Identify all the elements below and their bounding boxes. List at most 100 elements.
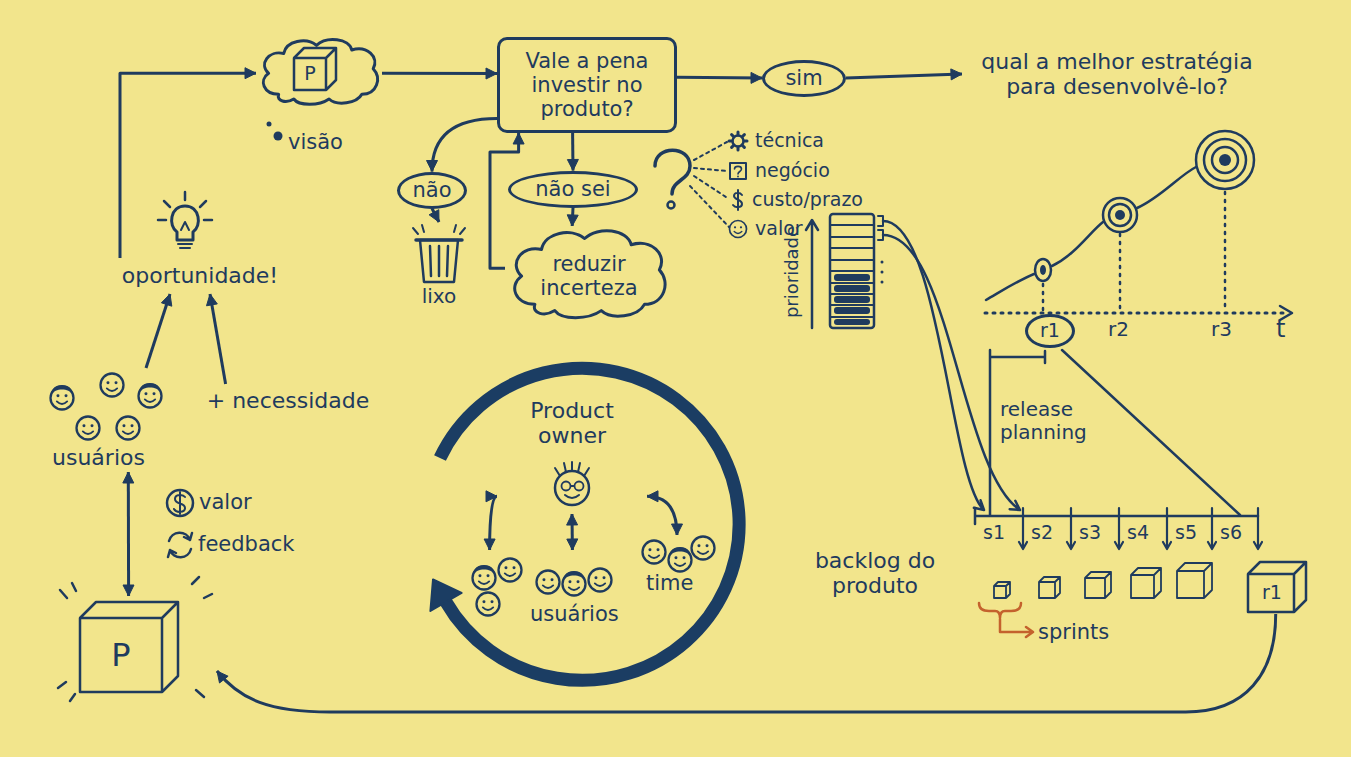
arrowhead: [486, 68, 497, 79]
connector-line: [127, 472, 130, 596]
feedback-icon: [168, 533, 192, 558]
cube-outline-path: [1248, 562, 1306, 612]
sprint-label: s1: [983, 522, 1005, 544]
cube-outline-path: [80, 602, 178, 692]
node-text: qual a melhor estratégia para desenvolvê…: [962, 49, 1272, 100]
sprint-label: s6: [1220, 522, 1242, 544]
user-face: [477, 593, 500, 616]
sprint-brace: [979, 603, 1033, 637]
connector: [484, 491, 497, 550]
cube-outline-path: [294, 48, 336, 90]
target: [1103, 198, 1137, 232]
release-label: r2: [1108, 318, 1129, 341]
team-face: [643, 541, 666, 564]
sprint-label: s2: [1031, 522, 1053, 544]
release-label: r3: [1211, 318, 1232, 341]
gear-teeth: [729, 132, 747, 150]
user-face: [117, 417, 140, 440]
target: [1219, 154, 1231, 166]
user-face: [563, 571, 586, 595]
increment-cube: [1131, 568, 1161, 598]
arrowhead: [672, 524, 683, 535]
connector: [567, 133, 578, 171]
arrowhead: [647, 491, 658, 502]
feedback-label: feedback: [198, 532, 294, 556]
product-cube: P: [294, 46, 340, 90]
answer-oval: não sei: [508, 171, 638, 208]
business-icon-mark: [735, 166, 742, 174]
need-node: + necessidade: [184, 384, 392, 418]
backlog-box: [830, 214, 874, 328]
backlog-to-sprint: [883, 235, 1020, 510]
question-dot: [668, 202, 675, 209]
arrowhead: [567, 539, 578, 550]
node-text: reduzir incerteza: [529, 252, 649, 300]
uncertainty-item: negócio: [755, 160, 830, 182]
sprints-label: sprints: [1038, 620, 1109, 644]
connector: [207, 294, 226, 384]
user-face: [499, 559, 522, 582]
target: [1115, 210, 1125, 220]
cost-icon: [733, 190, 742, 210]
priority-arrow: [806, 220, 818, 328]
user-face: [537, 571, 560, 594]
backlog-brackets: [878, 216, 883, 240]
time-axis: [985, 312, 1288, 315]
arrowhead: [207, 294, 218, 306]
value-icon: [167, 490, 193, 516]
arrowhead: [429, 210, 439, 222]
increment-cube: [1039, 577, 1060, 598]
trash-sprays: [413, 225, 465, 234]
sprint-label: s5: [1175, 522, 1197, 544]
node-text: lixo: [422, 285, 457, 308]
user-face: [101, 374, 124, 397]
node-text: Vale a pena investir no produto?: [510, 49, 664, 121]
arrowhead: [567, 514, 578, 525]
product-owner-smile: [565, 495, 579, 498]
arrowhead: [567, 159, 578, 170]
connector: [677, 72, 762, 83]
target: [1204, 139, 1246, 181]
arrowhead: [486, 491, 497, 502]
connector: [146, 294, 172, 368]
release-guides: [1043, 192, 1225, 311]
connector-line: [120, 73, 256, 258]
node-text: usuários: [530, 602, 619, 626]
release-planning-label: release planning: [1000, 398, 1112, 444]
cube-outline: [294, 46, 340, 90]
user-face: [473, 565, 496, 589]
release-cube: r1: [1246, 560, 1312, 614]
connector-line: [846, 74, 962, 78]
vision-cloud: visãoP: [256, 36, 382, 160]
team-group: time: [640, 535, 714, 597]
trash-can: [420, 240, 458, 282]
connector-line: [647, 496, 677, 535]
user-face: [139, 383, 162, 407]
arrowhead: [951, 69, 962, 80]
opportunity-node: oportunidade!: [100, 258, 300, 294]
arrowhead: [484, 539, 495, 550]
connector: [567, 208, 578, 227]
backlog-item: [834, 285, 870, 292]
sprint-timeline: [975, 508, 1258, 524]
node-text: P: [304, 63, 315, 85]
arrowhead: [161, 294, 171, 306]
node-text: não: [412, 178, 451, 202]
question-text: qual a melhor estratégia para desenvolvê…: [962, 44, 1272, 104]
connector: [647, 491, 683, 535]
team-face: [669, 547, 692, 571]
business-icon: [730, 163, 746, 179]
node-text: sim: [785, 66, 822, 90]
answer-oval: sim: [762, 60, 846, 97]
user-face: [51, 385, 74, 409]
node-text: usuários: [52, 445, 145, 470]
arrowhead: [567, 215, 578, 226]
trash-node: lixo: [410, 222, 468, 310]
node-text: não sei: [535, 177, 610, 201]
team-face: [692, 537, 715, 560]
connector-line: [432, 119, 497, 172]
uncertainty-item: técnica: [755, 130, 824, 152]
value-curve: [986, 167, 1196, 300]
arrowhead: [123, 472, 134, 483]
business-icon-dot: [737, 176, 739, 178]
